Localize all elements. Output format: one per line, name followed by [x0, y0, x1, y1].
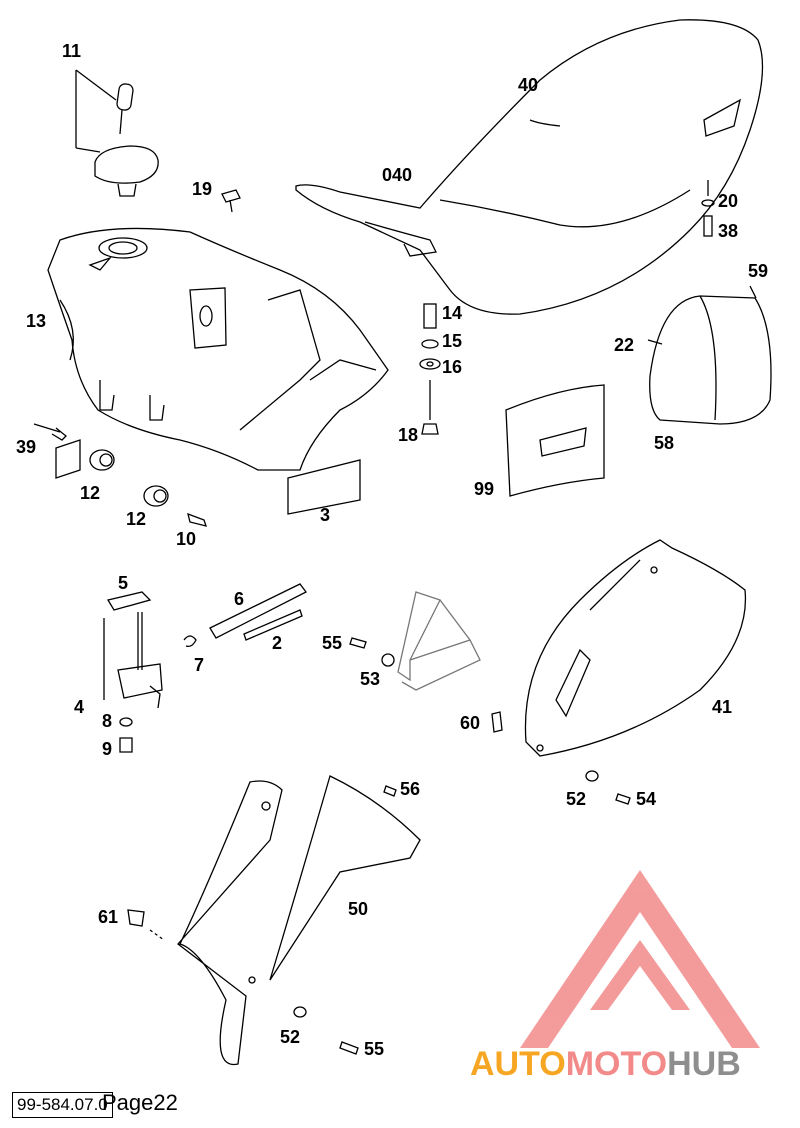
callout-19: 19	[192, 179, 213, 199]
watermark-text: AUTOMOTOHUB	[470, 1047, 741, 1081]
callout-53: 53	[360, 669, 381, 689]
watermark-moto: MOTO	[565, 1045, 668, 1083]
watermark-hub: HUB	[667, 1045, 741, 1083]
callout-99: 99	[474, 479, 495, 499]
washer-52a	[585, 770, 599, 782]
callout-40: 40	[518, 75, 539, 95]
callout-22: 22	[614, 335, 635, 355]
bolt-39	[33, 423, 67, 441]
callout-60: 60	[460, 713, 481, 733]
grommet-12b	[143, 485, 169, 507]
callout-39: 39	[16, 437, 37, 457]
callout-15: 15	[442, 331, 463, 351]
callout-52a: 52	[566, 789, 587, 809]
callout-14: 14	[442, 303, 463, 323]
callout-59: 59	[748, 261, 769, 281]
callout-55b: 55	[364, 1039, 385, 1059]
callout-13: 13	[26, 311, 47, 331]
callout-6: 6	[234, 589, 245, 609]
callout-52b: 52	[280, 1027, 301, 1047]
decal-99-logo	[539, 427, 587, 457]
callout-4: 4	[74, 697, 85, 717]
fuel-tank	[47, 227, 389, 471]
line-art	[33, 19, 772, 1066]
washer-52b	[293, 1006, 307, 1018]
screw-56	[383, 785, 397, 797]
side-panel-50	[177, 775, 421, 1066]
callout-7: 7	[194, 655, 205, 675]
callout-55a: 55	[322, 633, 343, 653]
clip-60	[491, 711, 503, 733]
seal-8	[119, 717, 133, 727]
strip-3	[287, 459, 361, 515]
clip-61	[127, 909, 145, 927]
callout-41: 41	[712, 697, 733, 717]
washer-53	[381, 653, 395, 667]
callout-50: 50	[348, 899, 369, 919]
screw-19	[221, 189, 241, 213]
callout-12a: 12	[80, 483, 101, 503]
callout-040: 040	[382, 165, 413, 185]
callout-20: 20	[718, 191, 739, 211]
callout-5: 5	[118, 573, 129, 593]
screw-10	[187, 512, 207, 527]
spring-2	[243, 609, 303, 641]
callout-12b: 12	[126, 509, 147, 529]
watermark-logo	[520, 870, 760, 1048]
callout-38: 38	[718, 221, 739, 241]
frame-section	[397, 591, 481, 691]
callout-8: 8	[102, 711, 113, 731]
washer-screw-20-38	[701, 180, 715, 237]
bracket-39	[55, 439, 81, 479]
fuel-tap	[103, 591, 163, 709]
callout-61: 61	[98, 907, 119, 927]
grommet-12a	[89, 449, 115, 471]
screw-55b	[339, 1041, 359, 1055]
screw-9	[119, 737, 133, 753]
callout-9: 9	[102, 739, 113, 759]
tool-bag	[647, 285, 772, 425]
seat	[295, 19, 764, 315]
document-id: 99-584.07.0	[12, 1092, 113, 1118]
callout-16: 16	[442, 357, 463, 377]
hose-6	[209, 583, 307, 639]
callout-56: 56	[400, 779, 421, 799]
clamp-7	[183, 635, 197, 648]
page-number: Page22	[102, 1090, 178, 1115]
callout-2: 2	[272, 633, 283, 653]
callout-10: 10	[176, 529, 197, 549]
callout-54: 54	[636, 789, 657, 809]
screw-54	[615, 793, 631, 805]
decal-99	[505, 384, 605, 497]
fasteners-14-18	[419, 303, 441, 435]
callout-3: 3	[320, 505, 331, 525]
callout-58: 58	[654, 433, 675, 453]
screw-55a	[349, 637, 367, 649]
side-cover-41	[524, 539, 747, 757]
fuel-cap-with-key	[75, 69, 159, 197]
watermark-auto: AUTO	[470, 1045, 566, 1083]
callout-11: 11	[62, 41, 82, 61]
callout-18: 18	[398, 425, 419, 445]
